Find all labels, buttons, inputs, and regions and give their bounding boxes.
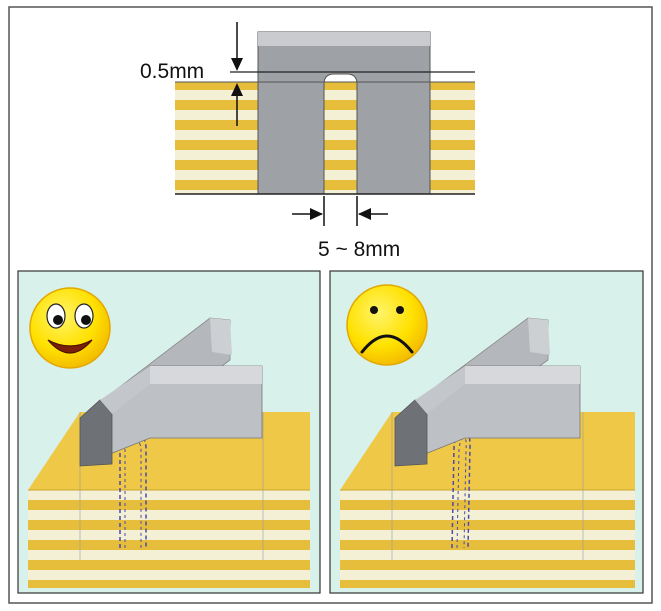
- tool-front-top-good: [150, 366, 262, 384]
- tool-back-face-good: [210, 318, 232, 355]
- width-arrowhead-left: [310, 208, 323, 220]
- width-label: 5 ~ 8mm: [318, 238, 400, 261]
- tool-tip-bevel-good: [100, 366, 150, 414]
- tool-front-top-bad: [465, 366, 580, 384]
- happy-face-icon: [29, 287, 111, 369]
- tool-tip-good: [79, 399, 113, 467]
- board-left: [175, 82, 260, 194]
- depth-arrowhead-bottom: [231, 83, 243, 96]
- width-arrowhead-right: [358, 208, 371, 220]
- depth-label: 0.5mm: [140, 60, 204, 83]
- board-right: [430, 82, 475, 194]
- slot-board: [324, 82, 357, 194]
- depth-arrowhead-top: [231, 58, 243, 71]
- board-layers-bad: [340, 490, 635, 588]
- sad-face-icon: [346, 284, 428, 366]
- tool-tip-bad: [394, 399, 428, 467]
- cross-section-diagram: 0.5mm 5 ~ 8mm: [140, 22, 475, 261]
- slot-outline-inner-bad: [456, 437, 467, 549]
- tool-tip-bevel-bad: [415, 366, 465, 414]
- board-layers-good: [28, 490, 310, 588]
- panel-bad: [329, 270, 644, 594]
- tool-top-highlight: [258, 32, 430, 46]
- panel-good: [17, 270, 321, 594]
- tool-back-face-bad: [528, 318, 550, 355]
